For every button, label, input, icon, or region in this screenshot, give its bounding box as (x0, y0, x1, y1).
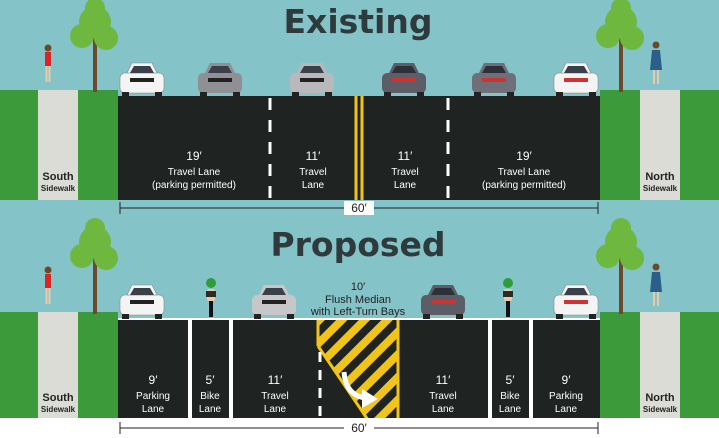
south-sub-existing: Sidewalk (41, 184, 76, 193)
total-width-proposed: 60′ (351, 421, 367, 435)
bike-lane-north (492, 320, 529, 420)
car-icon (472, 63, 516, 97)
lane-name-2: Lane (142, 404, 165, 415)
north-sidewalk-proposed (640, 312, 680, 420)
bike-lane-south (192, 320, 229, 420)
lane-label-group: 11′ Travel Lane (299, 149, 326, 191)
car-icon (553, 62, 599, 97)
lane-label-group: 5′ Bike Lane (199, 373, 222, 415)
pedestrian-icon (44, 44, 52, 82)
lane-label-group: 11′ Travel Lane (261, 373, 288, 415)
median-edge (316, 345, 370, 421)
cyclist-icon (503, 278, 513, 317)
lane-label-group: 19′ Travel Lane (parking permitted) (152, 149, 236, 191)
lane-width: 9′ (149, 373, 159, 387)
cyclist-icon (206, 278, 216, 317)
lane-label-group: 5′ Bike Lane (499, 373, 522, 415)
median-name: Flush Median (325, 294, 391, 306)
tree-icon (70, 218, 118, 314)
dimension-mask (344, 421, 374, 435)
lane-name-2: Lane (264, 404, 287, 415)
lane-note: (parking permitted) (482, 180, 566, 191)
lane-name-2: Lane (302, 180, 325, 191)
south-sidewalk-existing (38, 90, 78, 200)
lane-label-group: 9′ Parking Lane (549, 373, 583, 415)
lane-name: Parking (136, 391, 170, 402)
car-icon (119, 62, 165, 97)
median-note: with Left-Turn Bays (310, 306, 406, 318)
lane-width: 5′ (506, 373, 516, 387)
pedestrian-icon (650, 263, 662, 306)
south-label-proposed: South (42, 392, 73, 404)
car-icon (119, 284, 165, 319)
existing-title: Existing (284, 2, 433, 41)
south-sidewalk-proposed (38, 312, 78, 420)
lane-width: 5′ (206, 373, 216, 387)
lane-name: Bike (200, 391, 220, 402)
north-sub-proposed: Sidewalk (643, 405, 678, 414)
proposed-title: Proposed (270, 225, 445, 264)
lane-name: Travel (391, 167, 418, 178)
lane-label-group: 11′ Travel Lane (391, 149, 418, 191)
pedestrian-icon (650, 41, 662, 84)
proposed-panel: Proposed South Sidewalk North Sidewalk 1… (0, 218, 719, 438)
car-icon (553, 284, 599, 319)
south-label-existing: South (42, 171, 73, 183)
left-turn-arrow-icon (341, 371, 378, 408)
lane-name: Bike (500, 391, 520, 402)
parking-lane-south (118, 320, 188, 420)
lane-name-2: Lane (432, 404, 455, 415)
dimension-mask (344, 201, 374, 215)
lane-label-group: 9′ Parking Lane (136, 373, 170, 415)
north-sub-existing: Sidewalk (643, 184, 678, 193)
tree-icon (70, 0, 118, 92)
car-icon (382, 63, 426, 97)
lane-name-2: Lane (394, 180, 417, 191)
lane-name: Parking (549, 391, 583, 402)
lane-name-2: Lane (555, 404, 578, 415)
lane-name: Travel Lane (168, 167, 221, 178)
tree-icon (596, 218, 644, 314)
flush-median-hatch (318, 320, 398, 420)
lane-name: Travel Lane (498, 167, 551, 178)
pedestrian-icon (44, 266, 52, 304)
north-sidewalk-existing (640, 90, 680, 200)
lane-name: Travel (299, 167, 326, 178)
lane-width: 11′ (268, 373, 283, 387)
lane-name-2: Lane (499, 404, 522, 415)
car-icon (290, 63, 334, 97)
lane-note: (parking permitted) (152, 180, 236, 191)
car-icon (198, 63, 242, 97)
lane-name: Travel (261, 391, 288, 402)
parking-lane-north (533, 320, 600, 420)
median-width: 10′ (351, 281, 365, 293)
existing-panel: Existing South Sidewalk North Sidewalk 1… (0, 0, 719, 218)
existing-roadway (118, 96, 600, 200)
tree-icon (596, 0, 644, 92)
north-label-proposed: North (645, 392, 675, 404)
south-sub-proposed: Sidewalk (41, 405, 76, 414)
lane-width: 19′ (186, 149, 202, 163)
lane-width: 9′ (562, 373, 572, 387)
lane-width: 11′ (398, 149, 413, 163)
lane-name-2: Lane (199, 404, 222, 415)
car-icon (252, 285, 296, 319)
lane-label-group: 19′ Travel Lane (parking permitted) (482, 149, 566, 191)
lane-width: 11′ (306, 149, 321, 163)
car-icon (421, 285, 465, 319)
lane-width: 11′ (436, 373, 451, 387)
north-label-existing: North (645, 171, 675, 183)
lane-name: Travel (429, 391, 456, 402)
lane-width: 19′ (516, 149, 532, 163)
lane-label-group: 11′ Travel Lane (429, 373, 456, 415)
total-width-existing: 60′ (351, 201, 367, 215)
